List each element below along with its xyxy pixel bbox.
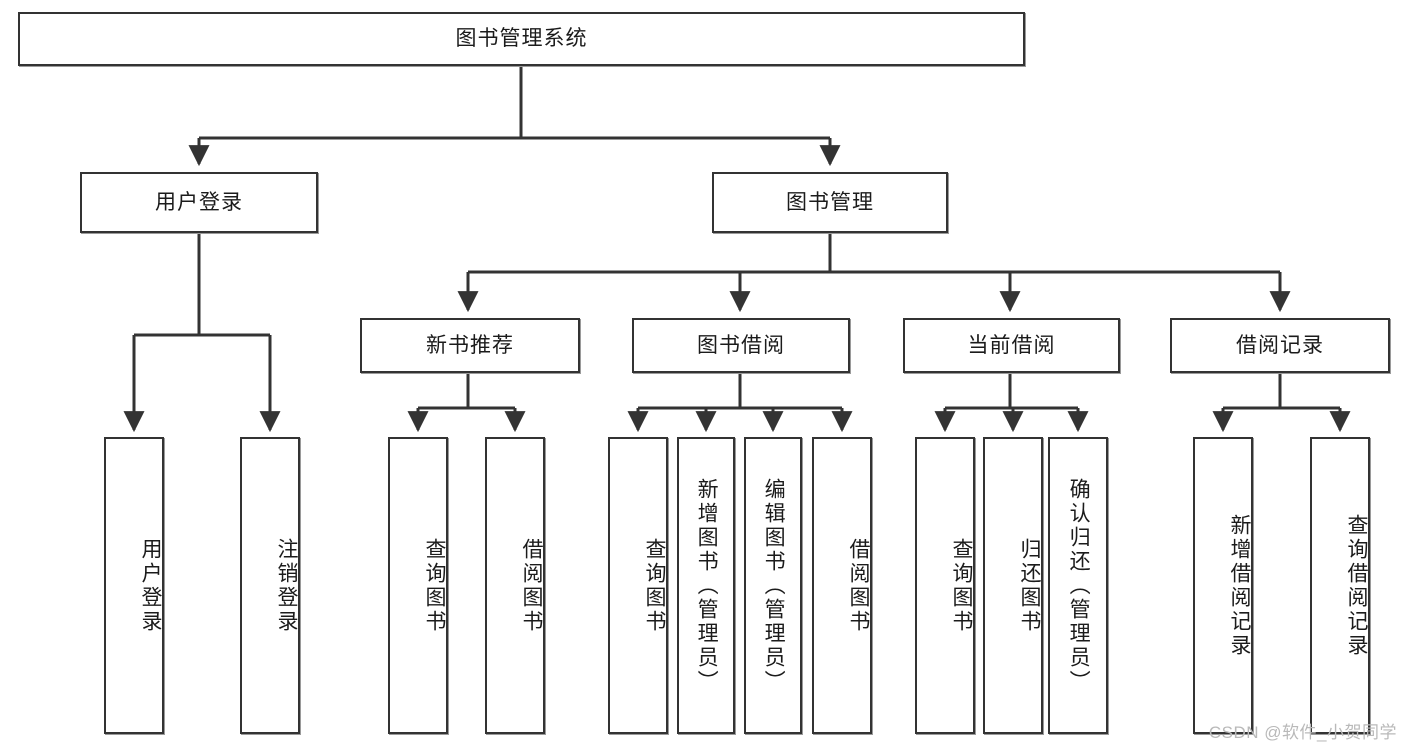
node-book-borrow-label: 图书借阅 <box>697 333 785 357</box>
node-leaf-borrow-book-2-label: 借阅图书 <box>847 537 870 634</box>
node-leaf-borrow-book-2[interactable]: 借阅图书 <box>812 437 872 734</box>
node-leaf-query-book-3-label: 查询图书 <box>950 537 973 634</box>
node-leaf-user-login[interactable]: 用户登录 <box>104 437 164 734</box>
node-leaf-query-book-1-label: 查询图书 <box>423 537 446 634</box>
node-root[interactable]: 图书管理系统 <box>18 12 1025 66</box>
node-leaf-query-book-1[interactable]: 查询图书 <box>388 437 448 734</box>
node-leaf-logout-login-label: 注销登录 <box>275 537 298 634</box>
node-leaf-query-record-label: 查询借阅记录 <box>1345 513 1368 658</box>
node-user-login[interactable]: 用户登录 <box>80 172 318 233</box>
node-book-manage-label: 图书管理 <box>786 190 874 214</box>
node-leaf-borrow-book-1[interactable]: 借阅图书 <box>485 437 545 734</box>
node-leaf-return-book-label: 归还图书 <box>1018 537 1041 634</box>
node-leaf-query-record[interactable]: 查询借阅记录 <box>1310 437 1370 734</box>
node-leaf-edit-book-label: 编辑图书（管理员） <box>762 477 786 694</box>
node-leaf-add-record-label: 新增借阅记录 <box>1228 513 1251 658</box>
node-leaf-edit-book[interactable]: 编辑图书（管理员） <box>744 437 802 734</box>
node-leaf-add-book-label: 新增图书（管理员） <box>695 477 719 694</box>
watermark-text: CSDN @软件_小贺同学 <box>1208 723 1397 742</box>
node-new-book-recommend-label: 新书推荐 <box>426 333 514 357</box>
node-leaf-logout-login[interactable]: 注销登录 <box>240 437 300 734</box>
node-leaf-add-book[interactable]: 新增图书（管理员） <box>677 437 735 734</box>
node-leaf-confirm-return-label: 确认归还（管理员） <box>1067 477 1091 694</box>
node-user-login-label: 用户登录 <box>155 190 243 214</box>
node-leaf-return-book[interactable]: 归还图书 <box>983 437 1043 734</box>
node-book-borrow[interactable]: 图书借阅 <box>632 318 850 373</box>
node-current-borrow[interactable]: 当前借阅 <box>903 318 1120 373</box>
node-leaf-add-record[interactable]: 新增借阅记录 <box>1193 437 1253 734</box>
node-leaf-user-login-label: 用户登录 <box>139 537 162 634</box>
node-leaf-query-book-3[interactable]: 查询图书 <box>915 437 975 734</box>
node-leaf-query-book-2[interactable]: 查询图书 <box>608 437 668 734</box>
node-current-borrow-label: 当前借阅 <box>967 333 1056 357</box>
node-leaf-query-book-2-label: 查询图书 <box>643 537 666 634</box>
node-leaf-confirm-return[interactable]: 确认归还（管理员） <box>1048 437 1108 734</box>
node-book-manage[interactable]: 图书管理 <box>712 172 948 233</box>
node-new-book-recommend[interactable]: 新书推荐 <box>360 318 580 373</box>
node-borrow-record-label: 借阅记录 <box>1236 333 1324 357</box>
node-root-label: 图书管理系统 <box>455 27 588 51</box>
node-leaf-borrow-book-1-label: 借阅图书 <box>520 537 543 634</box>
node-borrow-record[interactable]: 借阅记录 <box>1170 318 1390 373</box>
